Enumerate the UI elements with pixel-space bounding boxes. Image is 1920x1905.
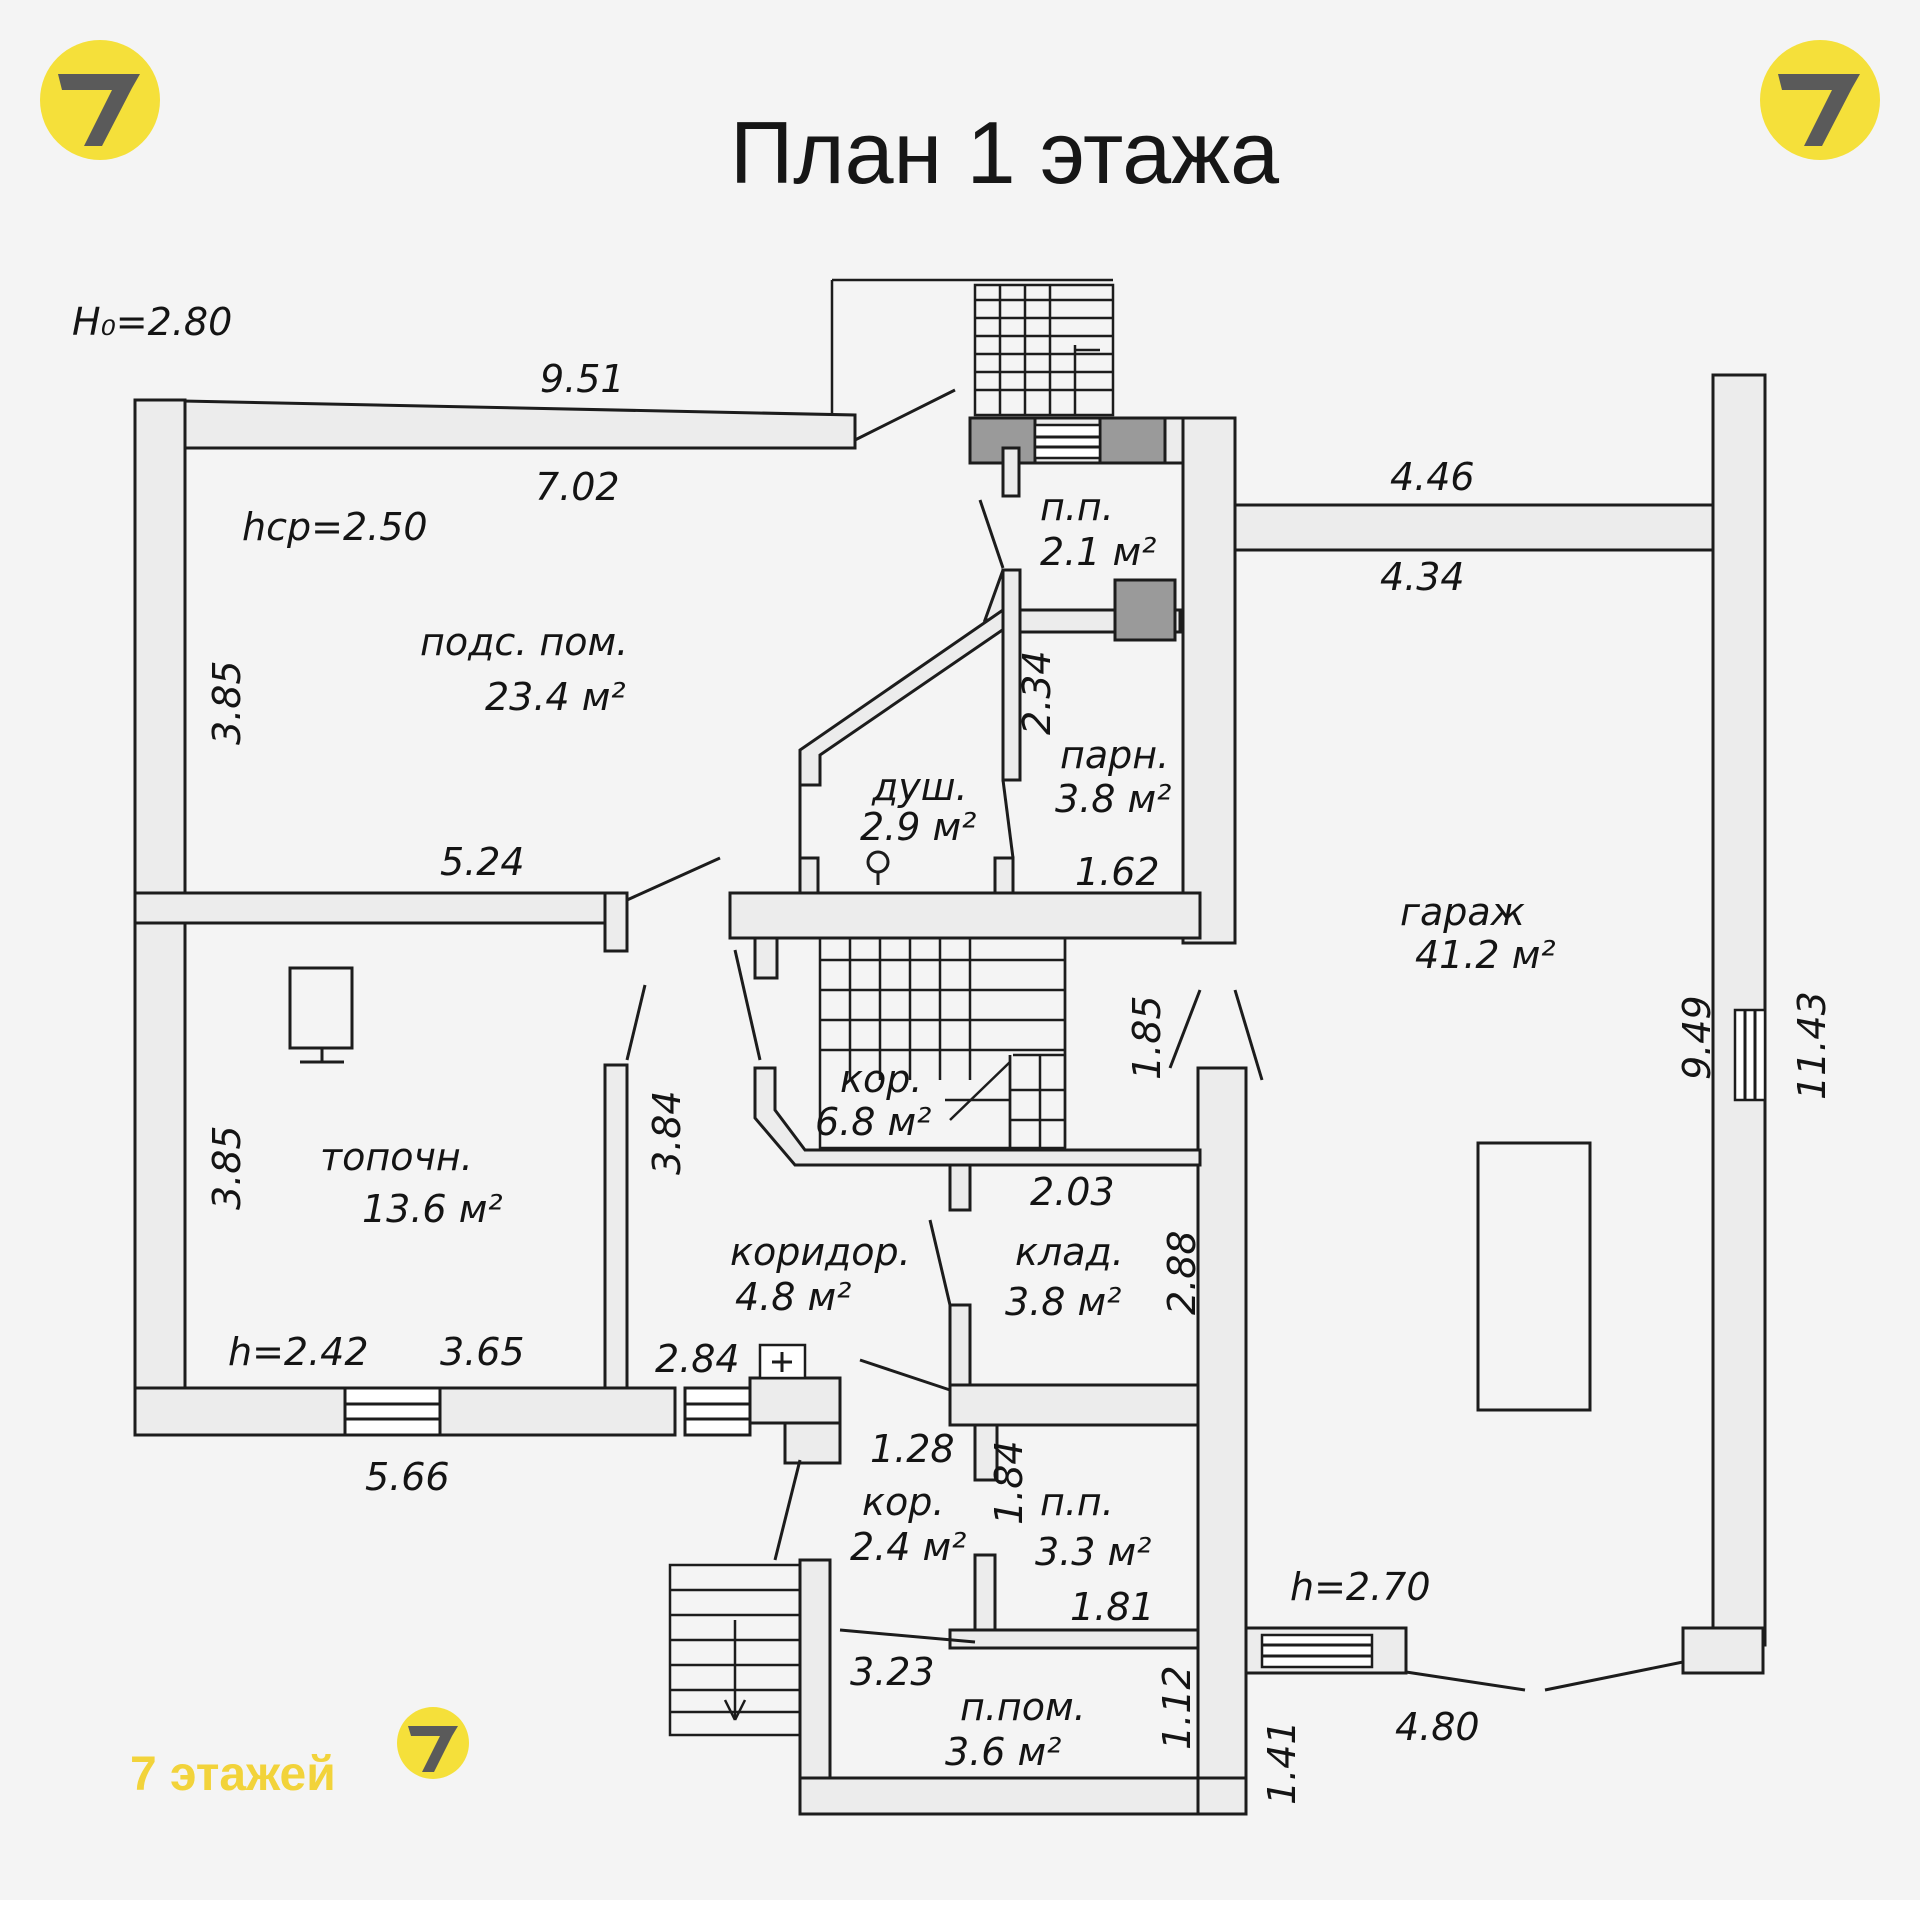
room-corridor-main-area: 4.8 м² <box>735 1275 851 1319</box>
dim-3-23: 3.23 <box>850 1650 935 1694</box>
dim-3-65: 3.65 <box>440 1330 525 1374</box>
dim-2-03: 2.03 <box>1030 1170 1115 1214</box>
watermark: 7 этажей <box>130 1707 469 1801</box>
dim-5-66: 5.66 <box>365 1455 450 1499</box>
room-boiler-name: топочн. <box>320 1135 473 1179</box>
room-pp-top-name: п.п. <box>1040 485 1114 529</box>
dim-5-24: 5.24 <box>440 840 525 884</box>
dim-1-28: 1.28 <box>870 1427 955 1471</box>
room-boiler-area: 13.6 м² <box>362 1187 503 1231</box>
room-pp-bottom-area: 3.3 м² <box>1035 1530 1151 1574</box>
door-lines <box>625 388 1264 1644</box>
room-storage-area: 3.8 м² <box>1005 1280 1121 1324</box>
fixtures <box>288 966 1592 1412</box>
dim-9-49: 9.49 <box>1675 995 1719 1080</box>
room-steam-area: 3.8 м² <box>1055 777 1171 821</box>
stairs <box>668 278 1115 1737</box>
dim-2-88: 2.88 <box>1160 1230 1204 1315</box>
room-garage-area: 41.2 м² <box>1415 933 1556 977</box>
height-hcp: hср=2.50 <box>242 505 428 549</box>
room-steam-name: парн. <box>1060 733 1169 777</box>
room-aux-name: п.пом. <box>960 1685 1086 1729</box>
room-garage-name: гараж <box>1400 890 1525 934</box>
height-h0: H₀=2.80 <box>72 300 232 344</box>
dim-9-51: 9.51 <box>540 357 625 401</box>
exterior-walls <box>133 373 1767 1780</box>
page-title: План 1 этажа <box>730 103 1279 202</box>
room-shower-name: душ. <box>871 765 968 809</box>
dim-2-84: 2.84 <box>655 1337 740 1381</box>
room-shower-area: 2.9 м² <box>860 805 976 849</box>
room-corridor-main-name: коридор. <box>730 1230 911 1274</box>
dim-1-12: 1.12 <box>1155 1665 1199 1750</box>
room-living-name: подс. пом. <box>420 620 628 664</box>
dim-1-85: 1.85 <box>1125 995 1169 1080</box>
dimension-labels: 9.51 7.02 3.85 5.24 3.85 3.84 3.65 5.66 … <box>205 357 1834 1805</box>
dim-3-84: 3.84 <box>645 1090 689 1175</box>
dim-1-41: 1.41 <box>1260 1720 1304 1805</box>
logo-top-right <box>1760 40 1880 160</box>
room-corridor-small-name: кор. <box>862 1480 944 1524</box>
dim-1-62: 1.62 <box>1075 850 1160 894</box>
logo-top-left <box>40 40 160 160</box>
room-corridor-mid-area: 6.8 м² <box>815 1100 931 1144</box>
dim-1-84: 1.84 <box>987 1440 1031 1525</box>
dim-3-85-boiler: 3.85 <box>205 1125 249 1210</box>
room-pp-bottom-name: п.п. <box>1040 1480 1114 1524</box>
room-labels: подс. пом. 23.4 м² топочн. 13.6 м² душ. … <box>320 485 1556 1774</box>
height-labels: H₀=2.80 hср=2.50 h=2.42 h=2.70 <box>72 300 1431 1609</box>
interior-walls <box>133 446 1248 1816</box>
room-corridor-mid-name: кор. <box>840 1057 922 1101</box>
room-aux-area: 3.6 м² <box>945 1730 1061 1774</box>
dim-3-85-living: 3.85 <box>205 660 249 745</box>
dim-11-43: 11.43 <box>1790 991 1834 1100</box>
dim-2-34: 2.34 <box>1015 650 1059 735</box>
dim-1-81: 1.81 <box>1070 1585 1155 1629</box>
dim-4-34: 4.34 <box>1380 555 1465 599</box>
dim-7-02: 7.02 <box>535 465 620 509</box>
room-storage-name: клад. <box>1015 1230 1124 1274</box>
height-boiler: h=2.42 <box>228 1330 369 1374</box>
dim-4-80: 4.80 <box>1395 1705 1480 1749</box>
height-garage: h=2.70 <box>1290 1565 1431 1609</box>
room-pp-top-area: 2.1 м² <box>1040 530 1156 574</box>
dim-4-46: 4.46 <box>1390 455 1475 499</box>
room-living-area: 23.4 м² <box>485 675 626 719</box>
room-corridor-small-area: 2.4 м² <box>850 1525 966 1569</box>
watermark-caption: 7 этажей <box>130 1748 336 1801</box>
